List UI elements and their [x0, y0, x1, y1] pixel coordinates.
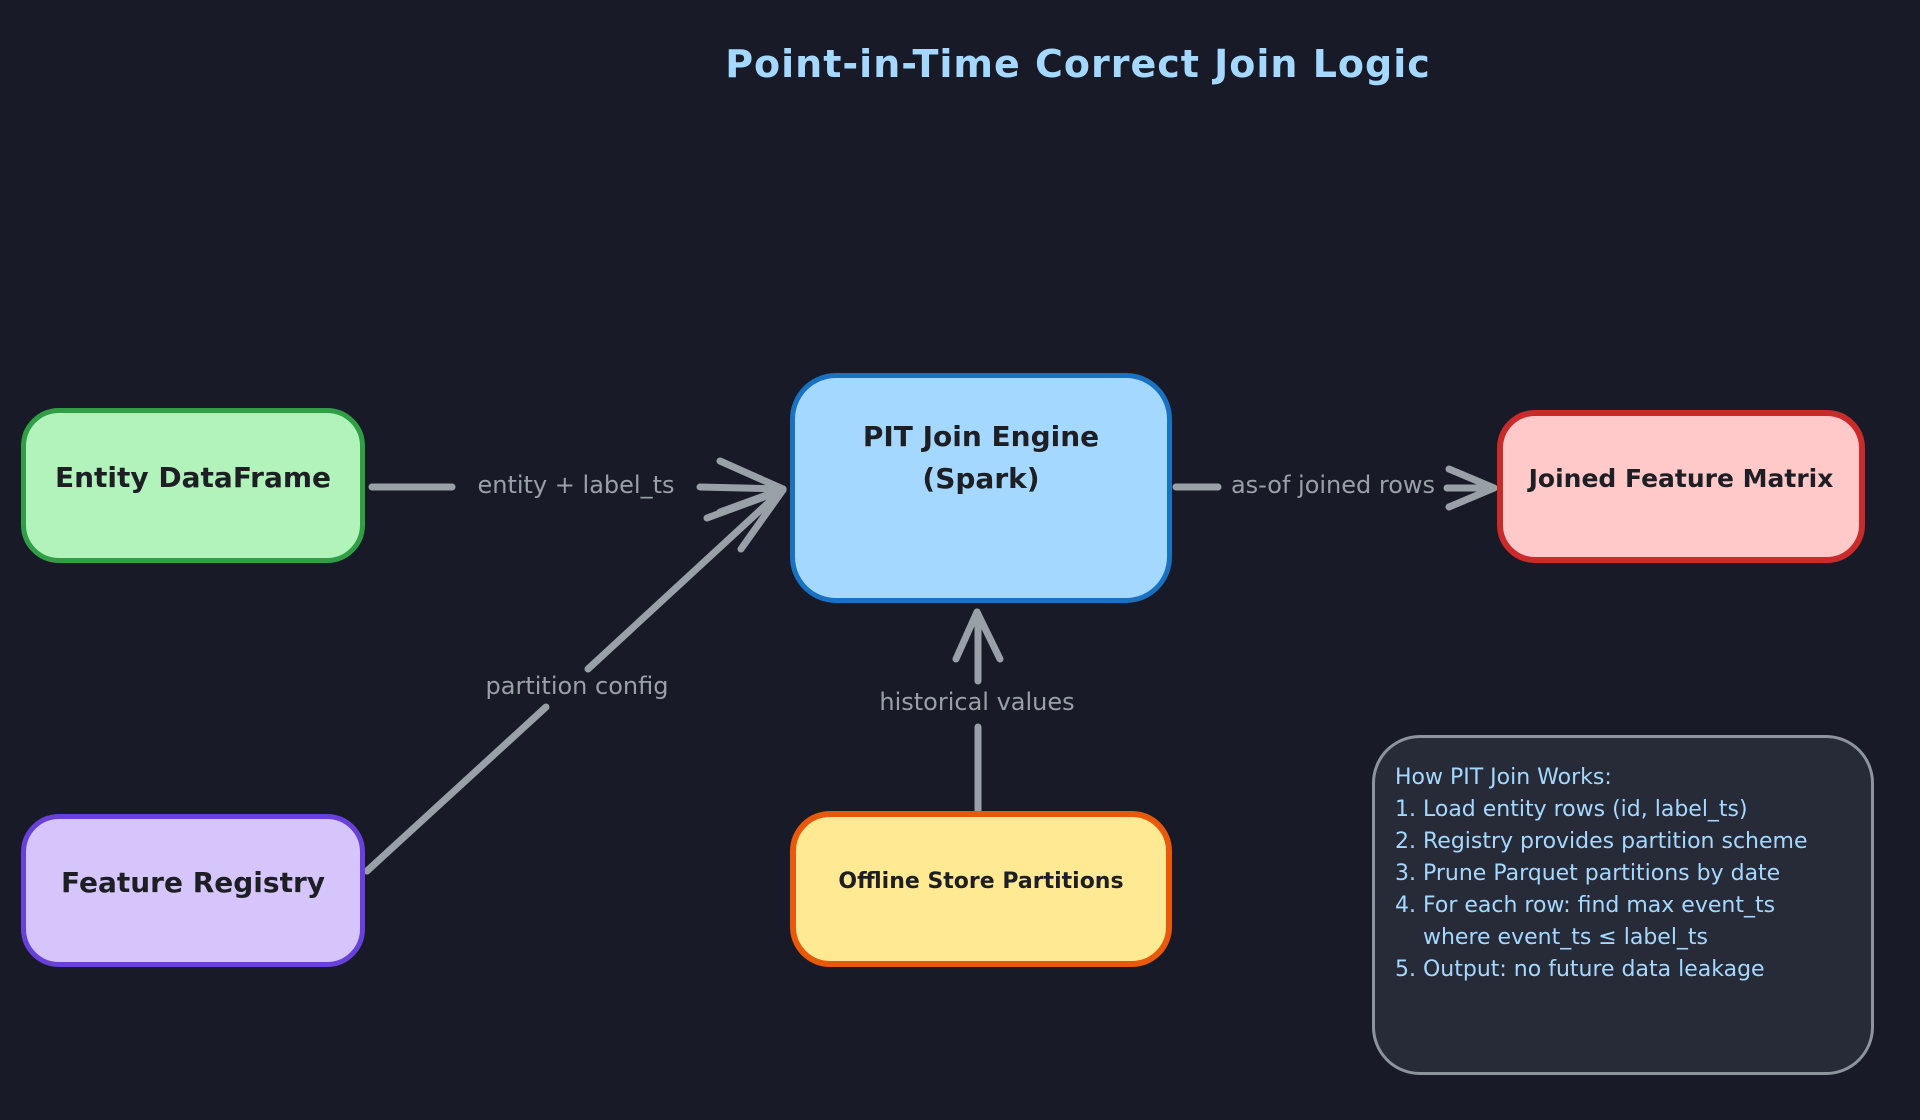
note-how-pit-join-works: How PIT Join Works: 1. Load entity rows … [1372, 735, 1874, 1075]
node-joined-feature-matrix-label: Joined Feature Matrix [1528, 464, 1834, 493]
node-entity-dataframe-label: Entity DataFrame [54, 461, 332, 494]
note-line: 2. Registry provides partition scheme [1395, 829, 1808, 854]
node-feature-registry: Feature Registry [21, 814, 365, 967]
note-line: 4. For each row: find max event_ts [1395, 893, 1776, 918]
note-line: 5. Output: no future data leakage [1395, 957, 1765, 982]
edge-offline-to-pit [952, 608, 1004, 814]
node-offline-store-partitions: Offline Store Partitions [790, 811, 1172, 967]
edge-label-pit-to-joined: as-of joined rows [1230, 471, 1436, 499]
node-pit-join-engine: PIT Join Engine (Spark) [790, 373, 1172, 603]
edge-label-registry-to-pit: partition config [485, 672, 669, 700]
node-joined-feature-matrix: Joined Feature Matrix [1497, 410, 1865, 563]
node-entity-dataframe: Entity DataFrame [21, 408, 365, 563]
note-line: 3. Prune Parquet partitions by date [1395, 861, 1781, 886]
edge-registry-to-pit [363, 486, 787, 875]
note-line: 1. Load entity rows (id, label_ts) [1395, 797, 1748, 822]
note-line: where event_ts ≤ label_ts [1423, 925, 1709, 950]
node-feature-registry-label: Feature Registry [60, 866, 326, 899]
note-line: How PIT Join Works: [1395, 765, 1612, 790]
edge-label-offline-to-pit: historical values [879, 688, 1075, 716]
diagram-title: Point-in-Time Correct Join Logic [725, 42, 1431, 86]
edge-pit-to-joined [1172, 465, 1498, 511]
edge-label-entity-to-pit: entity + label_ts [477, 471, 675, 499]
node-pit-join-engine-label: PIT Join Engine (Spark) [862, 420, 1100, 495]
node-offline-store-partitions-label: Offline Store Partitions [838, 868, 1124, 894]
